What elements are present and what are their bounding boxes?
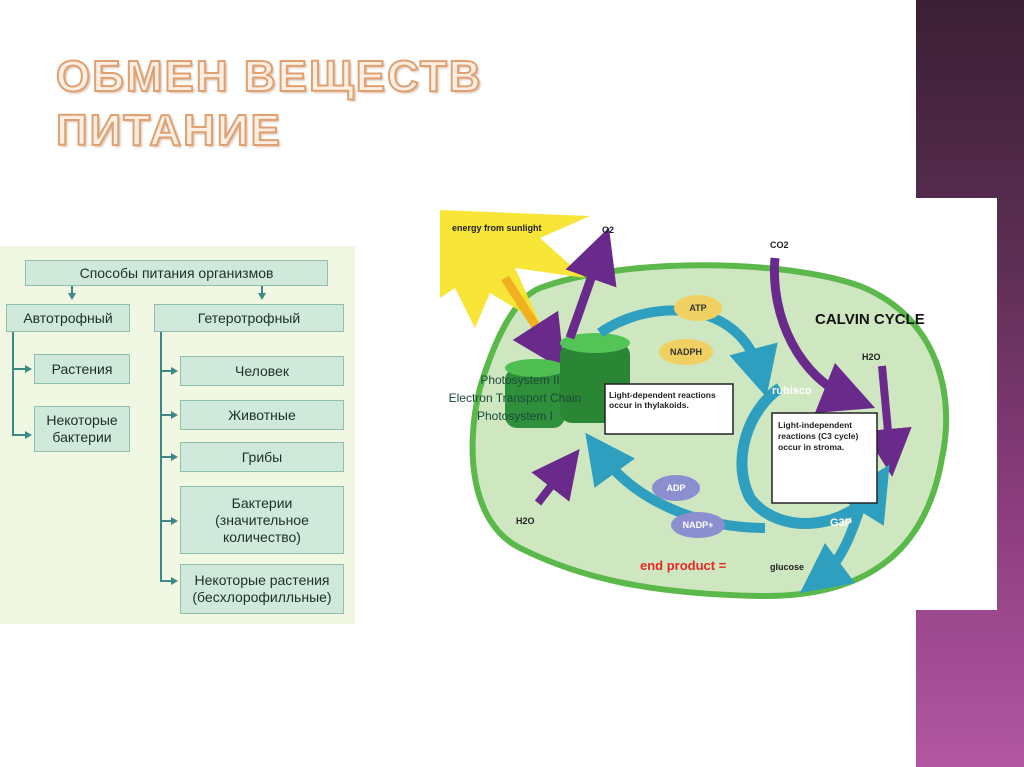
nadp-label: NADP+ xyxy=(683,520,714,530)
nadph-badge xyxy=(659,339,713,365)
rubisco-label: rubisco xyxy=(772,385,812,397)
title-line-1: ОБМЕН ВЕЩЕСТВ xyxy=(55,51,483,102)
h2o-label-bottom: H2O xyxy=(516,516,535,526)
connector xyxy=(160,456,172,458)
arrow-right xyxy=(25,431,32,439)
connector xyxy=(160,370,172,372)
scheme-autotroph: Автотрофный xyxy=(6,304,130,332)
slide-title: ОБМЕН ВЕЩЕСТВ ПИТАНИЕ xyxy=(55,50,483,158)
plants-note: (бесхлорофилльные) xyxy=(192,589,332,605)
bacteria-note: (значительное количество) xyxy=(215,511,309,545)
bacteria-label: Бактерии xyxy=(231,494,293,511)
o2-arrow xyxy=(565,227,617,340)
scheme-auto-item-bacteria: Некоторые бактерии xyxy=(34,406,130,452)
end-product-label: end product = xyxy=(640,558,727,573)
nadp-badge xyxy=(671,512,725,538)
etc-label: Electron Transport Chain xyxy=(449,391,582,405)
arrow-down xyxy=(68,293,76,300)
connector xyxy=(261,286,263,294)
calvin-cycle-label: CALVIN CYCLE xyxy=(815,311,925,328)
scheme-auto-item-plants: Растения xyxy=(34,354,130,384)
arrow-right xyxy=(171,411,178,419)
scheme-hetero-item-fungi: Грибы xyxy=(180,442,344,472)
connector xyxy=(160,580,172,582)
scheme-hetero-item-human: Человек xyxy=(180,356,344,386)
connector xyxy=(160,520,172,522)
scheme-heterotroph: Гетеротрофный xyxy=(154,304,344,332)
glucose-label: glucose xyxy=(770,562,804,572)
h2o-arrow-bottom xyxy=(531,448,580,506)
arrow-right xyxy=(171,517,178,525)
h2o-arrow-top xyxy=(863,365,912,477)
adp-label: ADP xyxy=(666,483,685,493)
connector xyxy=(12,434,26,436)
h2o-label-top: H2O xyxy=(862,352,881,362)
scheme-hetero-item-bacteria: Бактерии (значительное количество) xyxy=(180,486,344,554)
light-dependent-text: Light-dependent reactions occur in thyla… xyxy=(609,390,716,410)
o2-label: O2 xyxy=(602,225,614,235)
sunlight-label: energy from sunlight xyxy=(452,223,542,233)
arrow-right xyxy=(25,365,32,373)
scheme-hetero-item-plants: Некоторые растения (бесхлорофилльные) xyxy=(180,564,344,614)
scheme-root: Способы питания организмов xyxy=(25,260,328,286)
adp-flow-arrow xyxy=(585,432,766,533)
co2-label: CO2 xyxy=(770,240,789,250)
photosystem2-label: Photosystem II xyxy=(480,373,559,387)
connector xyxy=(12,332,14,436)
arrow-right xyxy=(171,453,178,461)
light-independent-text: Light-independent reactions (C3 cycle) o… xyxy=(778,420,858,452)
calvin-cycle-arrow xyxy=(736,383,890,529)
connector xyxy=(71,286,73,294)
nadph-label: NADPH xyxy=(670,347,702,357)
connector xyxy=(12,368,26,370)
plants-label: Некоторые растения xyxy=(194,572,330,588)
light-independent-box xyxy=(771,412,878,504)
atp-label: ATP xyxy=(689,303,706,313)
light-arrow xyxy=(501,275,565,371)
atp-badge xyxy=(674,295,722,321)
title-line-2: ПИТАНИЕ xyxy=(55,105,282,156)
scheme-hetero-item-animals: Животные xyxy=(180,400,344,430)
arrow-right xyxy=(171,577,178,585)
light-dependent-box xyxy=(604,383,734,435)
sun-icon xyxy=(440,210,590,328)
nutrition-scheme: Способы питания организмов Автотрофный Г… xyxy=(0,246,355,624)
connector xyxy=(160,414,172,416)
co2-arrow xyxy=(769,257,876,414)
glucose-arrow xyxy=(800,506,865,594)
arrow-right xyxy=(171,367,178,375)
arrow-down xyxy=(258,293,266,300)
photosynthesis-diagram: energy from sunlight O2 H2O CO2 H2O ATP xyxy=(440,210,950,600)
photosystem1-label: Photosystem I xyxy=(477,409,553,423)
adp-badge xyxy=(652,475,700,501)
g3p-label: G3P xyxy=(830,517,852,529)
